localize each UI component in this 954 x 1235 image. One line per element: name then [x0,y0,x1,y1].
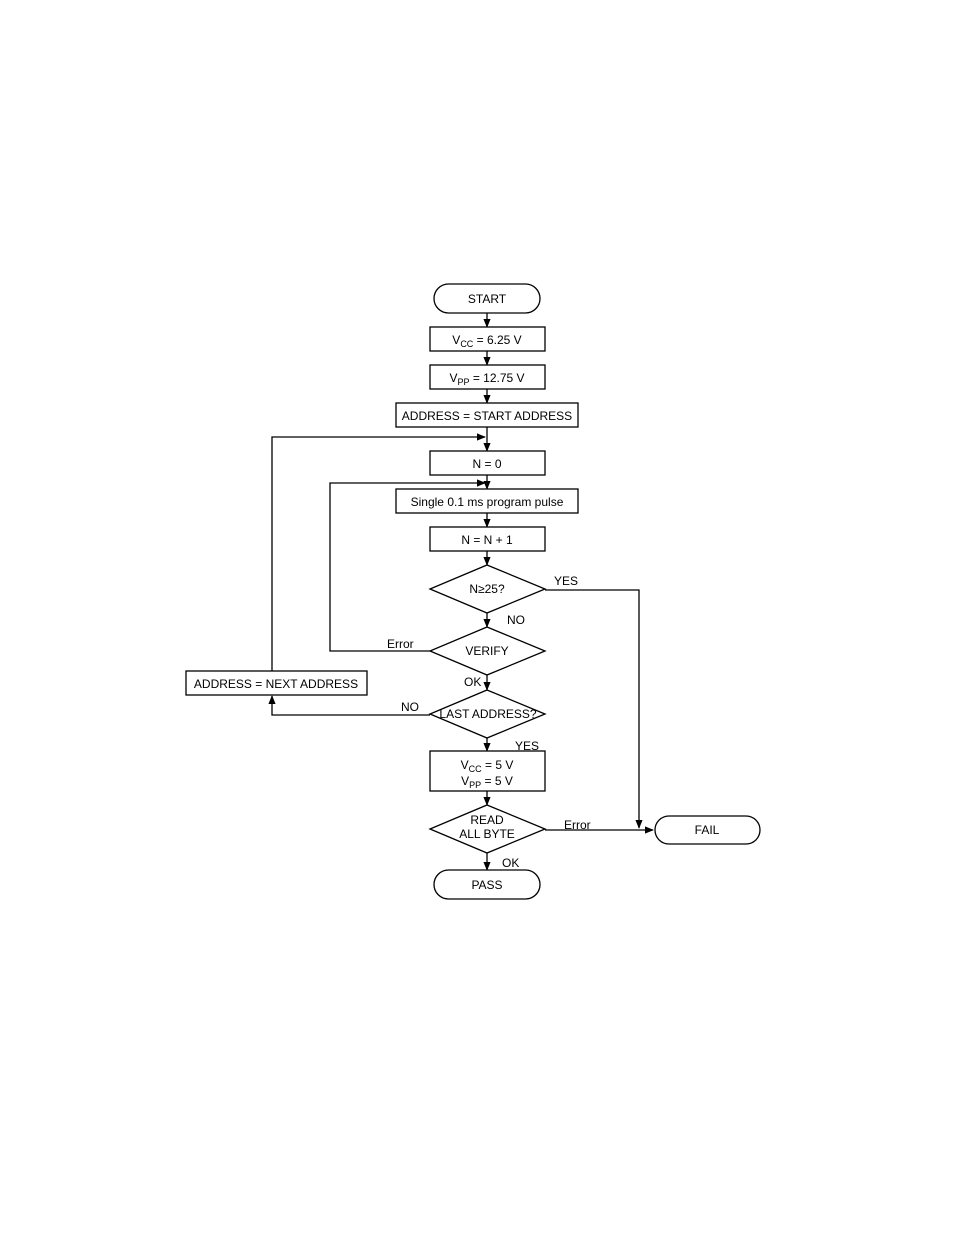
verify-error-label: Error [387,637,414,651]
read-ok-label: OK [502,856,519,870]
address-next-box: ADDRESS = NEXT ADDRESS [186,671,367,695]
fail-node: FAIL [655,816,760,844]
final-vcc-label: VCC = 5 V [461,758,514,774]
read-label-line1: READ [470,813,504,827]
start-label: START [468,292,507,306]
address-start-label: ADDRESS = START ADDRESS [402,409,572,423]
read-label-line2: ALL BYTE [459,827,515,841]
pass-node: PASS [434,870,540,899]
arrow-ncheck-yes-to-fail [545,590,639,828]
n-increment-label: N = N + 1 [461,533,513,547]
verify-label: VERIFY [465,644,508,658]
final-vpp-label: VPP = 5 V [461,774,513,790]
n-check-yes-label: YES [554,574,578,588]
vcc-set-box: VCC = 6.25 V [430,327,545,351]
fail-label: FAIL [695,823,720,837]
read-error-label: Error [564,818,591,832]
program-pulse-box: Single 0.1 ms program pulse [396,489,578,513]
n-increment-box: N = N + 1 [430,527,545,551]
last-address-yes-label: YES [515,739,539,753]
program-pulse-label: Single 0.1 ms program pulse [411,495,564,509]
address-start-box: ADDRESS = START ADDRESS [396,403,578,427]
n-check-label: N≥25? [469,582,505,596]
last-address-label: LAST ADDRESS? [439,707,536,721]
vpp-set-box: VPP = 12.75 V [430,365,545,389]
verify-diamond: VERIFY [430,627,545,675]
n-check-diamond: N≥25? [430,565,545,613]
n-zero-label: N = 0 [472,457,501,471]
final-voltage-box: VCC = 5 V VPP = 5 V [430,751,545,791]
address-next-label: ADDRESS = NEXT ADDRESS [194,677,358,691]
last-address-diamond: LAST ADDRESS? [430,690,545,738]
n-zero-box: N = 0 [430,451,545,475]
verify-ok-label: OK [464,675,481,689]
last-address-no-label: NO [401,700,419,714]
start-node: START [434,284,540,313]
pass-label: PASS [471,878,502,892]
read-diamond: READ ALL BYTE [430,805,545,853]
n-check-no-label: NO [507,613,525,627]
